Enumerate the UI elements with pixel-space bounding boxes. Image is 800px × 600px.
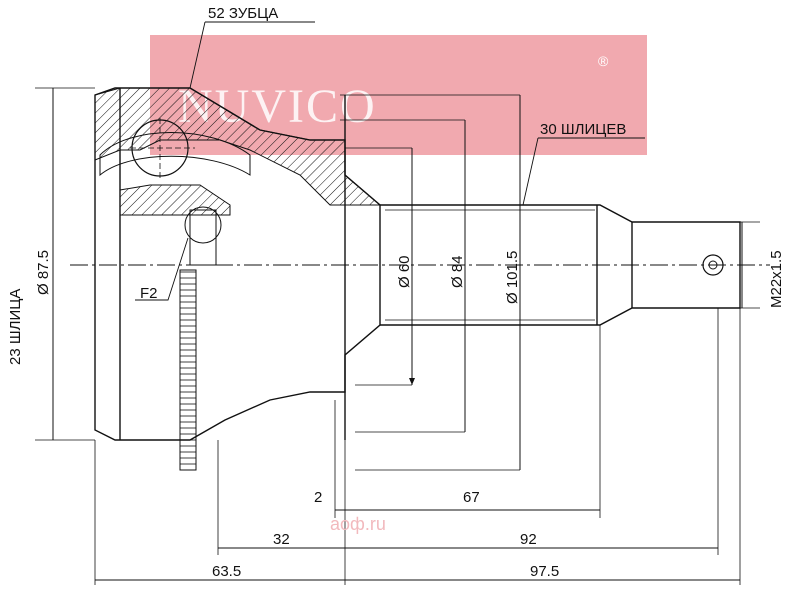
- d84-label: Ø 84: [449, 255, 466, 288]
- diameter-dim-lines: [52, 88, 743, 470]
- dim-67: 67: [463, 489, 480, 506]
- shaft: [380, 204, 741, 326]
- inner-race: [189, 209, 217, 266]
- hatched-section-upper: [94, 87, 382, 206]
- abs-ring: [179, 269, 197, 471]
- dim-63-5: 63.5: [212, 563, 241, 580]
- thread-label: M22x1.5: [768, 250, 785, 308]
- footer-watermark: аоф.ru: [330, 514, 386, 534]
- shaft-splines: [385, 209, 595, 321]
- cage: [99, 132, 251, 177]
- d60-label: Ø 60: [396, 255, 413, 288]
- watermark-registered: ®: [598, 53, 609, 69]
- teeth-callout: 52 ЗУБЦА: [208, 5, 278, 22]
- dim-97-5: 97.5: [530, 563, 559, 580]
- dim-92: 92: [520, 531, 537, 548]
- inner-diameter-label: Ø 87.5: [35, 250, 52, 295]
- splines-callout: 30 ШЛИЦЕВ: [540, 121, 626, 138]
- f2-label: F2: [140, 285, 158, 302]
- dim-2: 2: [314, 489, 322, 506]
- f2-leader: [135, 237, 189, 301]
- dim-32: 32: [273, 531, 290, 548]
- f2-circle: [184, 206, 222, 244]
- d101-label: Ø 101.5: [504, 251, 521, 304]
- horizontal-dim-lines: [95, 509, 740, 581]
- cotter-hole: [702, 254, 724, 276]
- inner-splines-label: 23 ШЛИЦА: [7, 289, 24, 365]
